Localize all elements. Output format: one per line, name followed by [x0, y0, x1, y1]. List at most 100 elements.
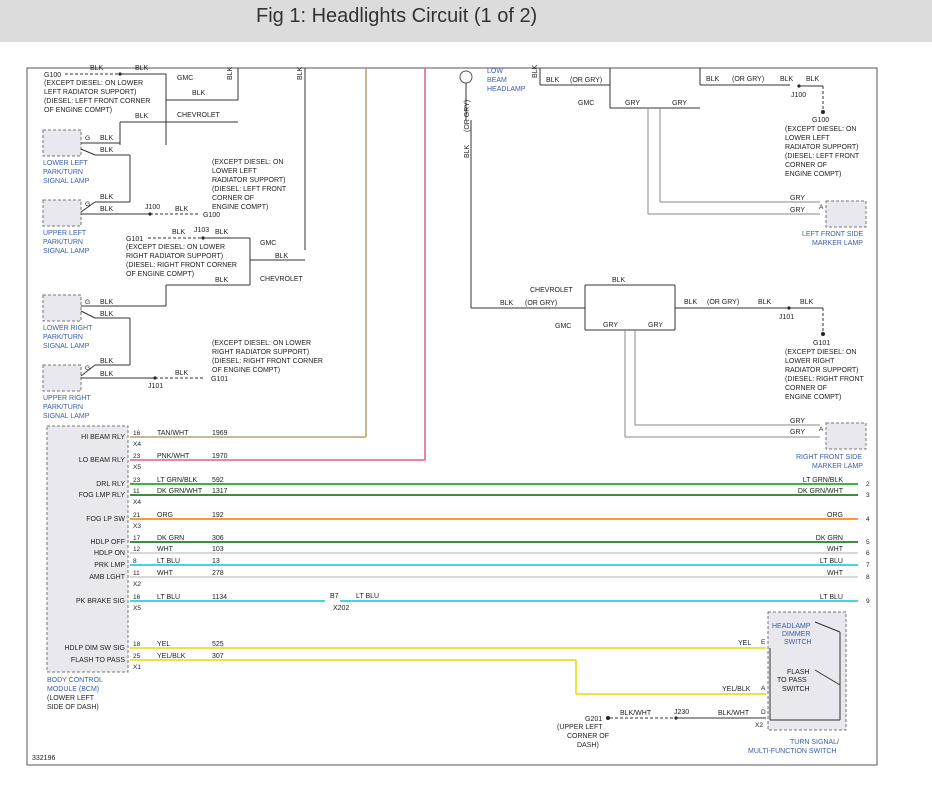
svg-text:DIMMER: DIMMER — [782, 631, 810, 638]
left-front-side-marker — [647, 108, 867, 228]
svg-text:ENGINE COMPT): ENGINE COMPT) — [785, 171, 841, 178]
wire-color-label: DK GRN — [157, 535, 184, 542]
continuation-index: 6 — [866, 550, 870, 557]
mid-right-gmc-chevy: BLK CHEVROLET BLK (OR GRY) GMC GRY GRY B… — [500, 277, 865, 401]
bcm-connector-id: X5 — [133, 605, 141, 612]
svg-text:MARKER LAMP: MARKER LAMP — [812, 240, 863, 247]
wire-color-label: DK GRN/WHT — [157, 488, 203, 495]
svg-text:(OR GRY): (OR GRY) — [525, 300, 557, 307]
svg-text:HEADLAMP: HEADLAMP — [772, 623, 811, 630]
svg-text:YEL/BLK: YEL/BLK — [722, 686, 751, 693]
svg-text:G: G — [85, 365, 90, 372]
svg-text:BLK: BLK — [100, 299, 114, 306]
svg-text:LOWER LEFT: LOWER LEFT — [785, 135, 830, 142]
bcm-pin-number: 8 — [133, 558, 137, 565]
bcm-connector-id: X4 — [133, 441, 141, 448]
svg-text:BLK: BLK — [275, 253, 289, 260]
svg-text:SWITCH: SWITCH — [784, 639, 812, 646]
bcm-pin-number: 11 — [133, 488, 140, 495]
bcm-pin-name: DRL RLY — [96, 481, 125, 488]
svg-text:(OR GRY): (OR GRY) — [570, 77, 602, 84]
svg-text:LOWER RIGHT: LOWER RIGHT — [785, 358, 835, 365]
svg-text:UPPER RIGHT: UPPER RIGHT — [43, 395, 92, 402]
bcm-pin-name: AMB LGHT — [89, 574, 126, 581]
bcm-connector-id: X1 — [133, 664, 141, 671]
svg-text:(LOWER LEFT: (LOWER LEFT — [47, 695, 95, 702]
circuit-number: 278 — [212, 570, 224, 577]
wire-color-label: YEL — [157, 641, 170, 648]
chevrolet-label: CHEVROLET — [177, 112, 221, 119]
blk-label: BLK — [90, 65, 104, 72]
top-right-gmc-chevy: BLK BLK (OR GRY) GMC GRY GRY BLK (OR GRY… — [532, 64, 860, 178]
g100-label: G100 — [44, 72, 61, 79]
svg-text:A: A — [819, 204, 824, 211]
svg-text:(OR GRY): (OR GRY) — [732, 76, 764, 83]
wire-color-label-right: WHT — [827, 570, 844, 577]
svg-text:J101: J101 — [148, 383, 163, 390]
svg-text:SIGNAL LAMP: SIGNAL LAMP — [43, 343, 90, 350]
svg-text:TURN SIGNAL/: TURN SIGNAL/ — [790, 739, 839, 746]
svg-text:ENGINE COMPT): ENGINE COMPT) — [785, 394, 841, 401]
continuation-index: 4 — [866, 516, 870, 523]
svg-text:BODY CONTROL: BODY CONTROL — [47, 677, 103, 684]
bcm-pin-name: HDLP DIM SW SIG — [64, 645, 125, 652]
diagram-frame — [26, 67, 878, 766]
svg-text:(EXCEPT DIESEL: ON LOWER: (EXCEPT DIESEL: ON LOWER — [126, 244, 225, 251]
svg-text:GRY: GRY — [790, 418, 805, 425]
bcm-connector-id: X5 — [133, 464, 141, 471]
bcm-pin-name: PRK LMP — [94, 562, 125, 569]
bcm-pin-number: 25 — [133, 653, 141, 660]
svg-text:SIDE OF DASH): SIDE OF DASH) — [47, 704, 99, 711]
bcm-pin-name: FOG LP SW — [86, 516, 125, 523]
wire-color-label: LT GRN/BLK — [157, 477, 198, 484]
bcm-pin-name: PK BRAKE SIG — [76, 598, 125, 605]
bcm-pin-number: 21 — [133, 512, 141, 519]
top-left-gmc-chevrolet: GMC BLK BLK CHEVROLET BLK BLK — [119, 66, 306, 250]
svg-text:D: D — [761, 709, 766, 716]
svg-text:G100: G100 — [812, 117, 829, 124]
svg-text:G: G — [85, 201, 90, 208]
svg-text:(EXCEPT DIESEL: ON: (EXCEPT DIESEL: ON — [785, 126, 856, 133]
g101-mid-ground: G101 BLK J103 BLK GMC BLK CHEVROLET BLK … — [126, 227, 305, 306]
bcm-pin-name: HDLP ON — [94, 550, 125, 557]
svg-text:CORNER OF: CORNER OF — [567, 733, 609, 740]
circuit-number: 1969 — [212, 430, 228, 437]
bcm-pin-number: 16 — [133, 594, 141, 601]
svg-text:PARK/TURN: PARK/TURN — [43, 239, 83, 246]
svg-text:PARK/TURN: PARK/TURN — [43, 169, 83, 176]
svg-text:GRY: GRY — [790, 429, 805, 436]
svg-text:G100: G100 — [203, 212, 220, 219]
svg-text:GRY: GRY — [672, 100, 687, 107]
svg-text:(DIESEL: LEFT FRONT: (DIESEL: LEFT FRONT — [212, 186, 287, 193]
svg-text:(EXCEPT DIESEL: ON: (EXCEPT DIESEL: ON — [785, 349, 856, 356]
bcm-pin-number: 23 — [133, 477, 141, 484]
bcm-pin-name: FLASH TO PASS — [71, 657, 125, 664]
svg-text:BLK: BLK — [780, 76, 794, 83]
svg-text:SIGNAL LAMP: SIGNAL LAMP — [43, 178, 90, 185]
svg-text:MODULE (BCM): MODULE (BCM) — [47, 686, 99, 693]
bcm-pin-name: HDLP OFF — [91, 539, 126, 546]
svg-text:RIGHT RADIATOR SUPPORT): RIGHT RADIATOR SUPPORT) — [126, 253, 223, 260]
svg-text:BLK: BLK — [215, 277, 229, 284]
svg-text:(DIESEL: RIGHT FRONT CORNER: (DIESEL: RIGHT FRONT CORNER — [212, 358, 323, 365]
low-beam-headlamp: LOW BEAM HEADLAMP (OR GRY) BLK — [459, 68, 585, 309]
svg-text:GRY: GRY — [790, 207, 805, 214]
svg-text:BLK: BLK — [297, 66, 304, 80]
svg-text:TO PASS: TO PASS — [777, 677, 807, 684]
svg-text:G201: G201 — [585, 716, 602, 723]
svg-text:BLK/WHT: BLK/WHT — [620, 710, 652, 717]
svg-text:(DIESEL: LEFT FRONT CORNER: (DIESEL: LEFT FRONT CORNER — [44, 98, 150, 105]
bcm-pin-number: 17 — [133, 535, 141, 542]
svg-text:CORNER OF: CORNER OF — [785, 385, 827, 392]
svg-text:LOW: LOW — [487, 68, 503, 75]
wire-color-label: TAN/WHT — [157, 430, 189, 437]
continuation-index: 9 — [866, 598, 870, 605]
svg-text:BLK: BLK — [532, 64, 539, 78]
svg-text:PARK/TURN: PARK/TURN — [43, 404, 83, 411]
bcm-pin-name: HI BEAM RLY — [81, 434, 125, 441]
svg-text:BEAM: BEAM — [487, 77, 507, 84]
svg-text:G: G — [85, 135, 90, 142]
continuation-index: 7 — [866, 562, 870, 569]
svg-text:BLK: BLK — [100, 311, 114, 318]
svg-text:(EXCEPT DIESEL: ON LOWER: (EXCEPT DIESEL: ON LOWER — [44, 80, 143, 87]
